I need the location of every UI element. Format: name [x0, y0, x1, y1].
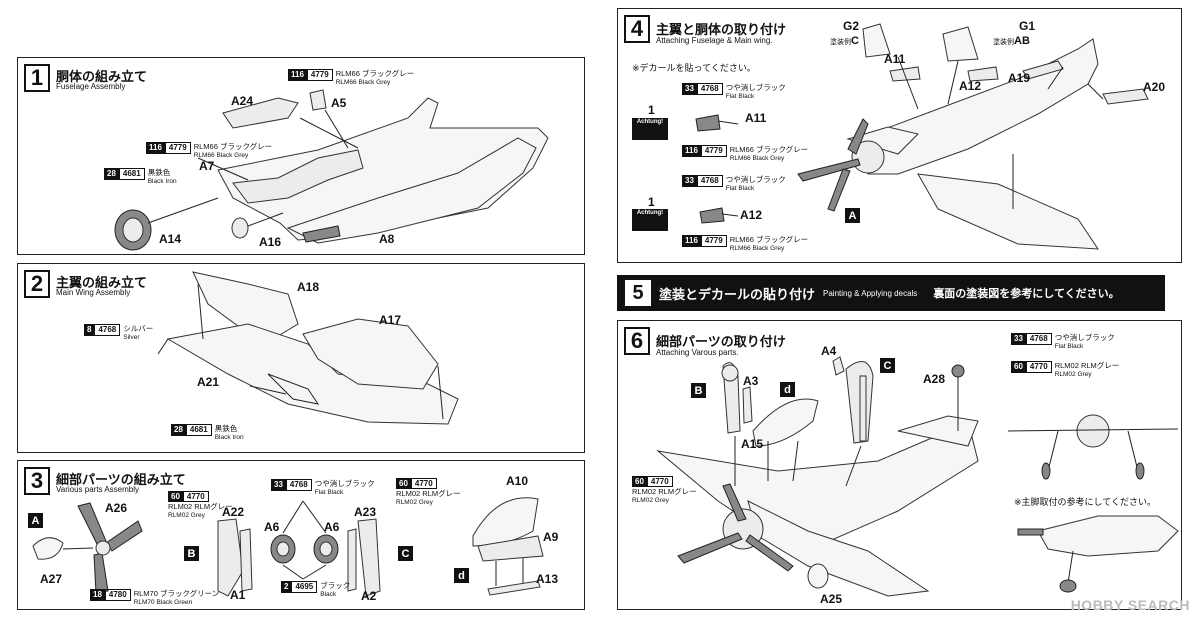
marking-note-c: 塗装例C — [830, 35, 859, 47]
marking-letter-b: B — [184, 546, 199, 561]
part-label-a11-top: A11 — [884, 52, 906, 66]
gear-reference-note: ※主脚取付の参考にしてください。 — [1014, 497, 1157, 507]
step-4-subtitle: Attaching Fuselage & Main wing. — [656, 36, 773, 45]
step-3-subtitle: Various parts Assembly — [56, 485, 139, 494]
achtung-decal-a11: Achtung! — [632, 118, 668, 140]
marking-letter-c: C — [398, 546, 413, 561]
part-label-a3: A3 — [743, 374, 759, 388]
part-label-a1: A1 — [230, 588, 246, 602]
step-2-title: 主翼の組み立て — [56, 275, 148, 290]
decal-number-1-a12: 1 — [648, 195, 655, 209]
step-4-panel: 4 主翼と胴体の取り付け Attaching Fuselage & Main w… — [617, 8, 1182, 263]
part-label-a14: A14 — [159, 232, 182, 246]
part-label-a27: A27 — [40, 572, 63, 586]
fuselage-assembly-drawing — [114, 89, 549, 251]
part-label-a24: A24 — [231, 94, 254, 108]
decal-note: ※デカールを貼ってください。 — [632, 63, 756, 73]
part-label-a5: A5 — [331, 96, 347, 110]
marking-letter-a-step4: A — [845, 208, 860, 223]
part-label-a20: A20 — [1143, 80, 1166, 94]
step-5-reference: 裏面の塗装図を参考にしてください。 — [933, 288, 1120, 300]
step-4-title: 主翼と胴体の取り付け — [656, 22, 787, 37]
part-label-a12-top: A12 — [959, 79, 982, 93]
part-label-a4: A4 — [821, 344, 837, 358]
step-1-number: 1 — [24, 64, 50, 92]
part-label-a23: A23 — [354, 505, 377, 519]
marking-note-ab: 塗装例AB — [993, 35, 1030, 47]
fuselage-wing-attach-drawing — [695, 23, 1149, 250]
hobby-search-watermark: HOBBY SEARCH — [1070, 597, 1190, 613]
part-label-a16: A16 — [259, 235, 282, 249]
part-label-g1: G1 — [1019, 19, 1036, 33]
part-label-a17: A17 — [379, 313, 402, 327]
attaching-parts-drawing — [656, 356, 1179, 597]
part-label-a7: A7 — [199, 159, 215, 173]
various-parts-drawing — [32, 497, 544, 597]
part-label-a11: A11 — [745, 111, 767, 125]
step-5-banner: 5 塗装とデカールの貼り付け Painting & Applying decal… — [617, 275, 1165, 311]
part-label-a22: A22 — [222, 505, 245, 519]
wing-assembly-drawing — [157, 271, 459, 425]
step-6-title: 細部パーツの取り付け — [656, 334, 786, 349]
step-5-title: 塗装とデカールの貼り付け — [659, 286, 816, 302]
part-label-a21: A21 — [197, 375, 220, 389]
step-1-subtitle: Fuselage Assembly — [56, 82, 126, 91]
part-label-a8: A8 — [379, 232, 395, 246]
part-label-a12: A12 — [740, 208, 763, 222]
step-2-subtitle: Main Wing Assembly — [56, 288, 131, 297]
achtung-decal-a12: Achtung! — [632, 209, 668, 231]
part-label-a6-left: A6 — [264, 520, 280, 534]
step-6-subtitle: Attaching Varous parts. — [656, 348, 739, 357]
part-label-a6-right: A6 — [324, 520, 340, 534]
marking-letter-a: A — [28, 513, 43, 528]
step-2-number: 2 — [24, 270, 50, 298]
part-label-a18: A18 — [297, 280, 320, 294]
part-label-a10: A10 — [506, 474, 529, 488]
part-label-a13: A13 — [536, 572, 559, 586]
part-label-a28: A28 — [923, 372, 946, 386]
step-3-number: 3 — [24, 467, 50, 495]
step-3-panel: 3 細部パーツの組み立て Various parts Assembly A A2… — [17, 460, 585, 610]
step-3-title: 細部パーツの組み立て — [56, 472, 186, 487]
marking-letter-c-step6: C — [880, 358, 895, 373]
step-6-panel: 6 細部パーツの取り付け Attaching Varous parts. — [617, 320, 1182, 610]
part-label-a25: A25 — [820, 592, 843, 606]
part-label-a15: A15 — [741, 437, 764, 451]
step-1-panel: 1 胴体の組み立て Fuselage Assembly A24 A5 A7 A1… — [17, 57, 585, 255]
part-label-a19: A19 — [1008, 71, 1031, 85]
step-2-panel: 2 主翼の組み立て Main Wing Assembly A18 A17 A21… — [17, 263, 585, 453]
step-5-subtitle: Painting & Applying decals — [823, 288, 918, 298]
part-label-g2: G2 — [843, 19, 860, 33]
marking-letter-b-step6: B — [691, 383, 706, 398]
part-label-a26: A26 — [105, 501, 128, 515]
marking-letter-d: d — [454, 568, 469, 583]
part-label-a9: A9 — [543, 530, 559, 544]
step-4-number: 4 — [624, 15, 650, 43]
step-6-number: 6 — [624, 327, 650, 355]
step-5-number: 5 — [625, 280, 651, 306]
step-1-title: 胴体の組み立て — [56, 69, 148, 84]
decal-number-1-a11: 1 — [648, 103, 655, 117]
part-label-a2: A2 — [361, 589, 377, 603]
marking-letter-d-step6: d — [780, 382, 795, 397]
